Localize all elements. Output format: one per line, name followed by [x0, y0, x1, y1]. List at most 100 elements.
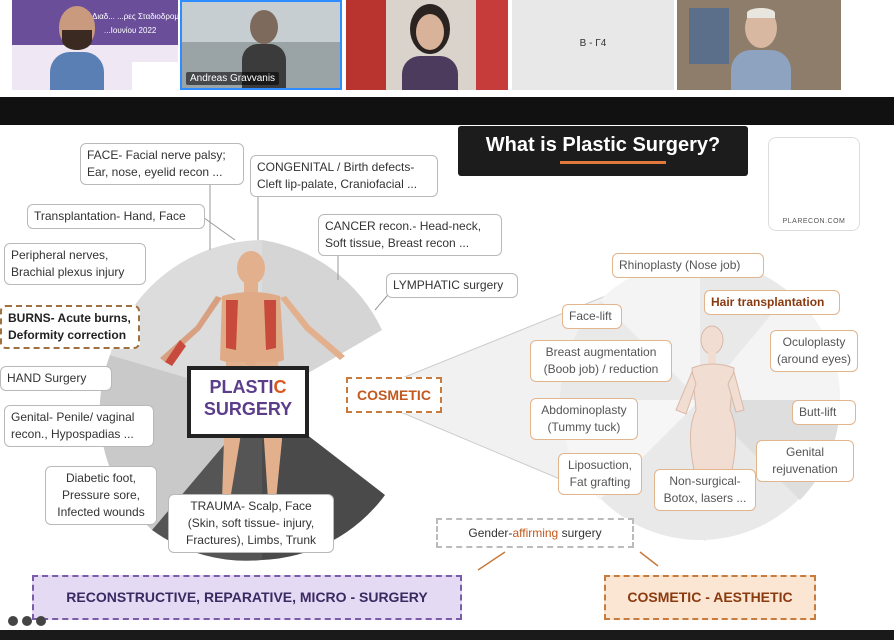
center-line-1: PLASTIC — [191, 376, 305, 398]
slide-title: What is Plastic Surgery? — [458, 134, 748, 157]
lymphatic-box: LYMPHATIC surgery — [386, 273, 518, 298]
title-underline — [560, 161, 666, 164]
box-line: Deformity correction — [8, 328, 127, 342]
genital-recon-box: Genital- Penile/ vaginal recon., Hypospad… — [4, 405, 154, 447]
box-line: LYMPHATIC surgery — [393, 278, 504, 292]
genital-rejuvenation-box: Genital rejuvenation — [756, 440, 854, 482]
box-line: Oculoplasty — [782, 335, 846, 349]
box-line: rejuvenation — [772, 462, 838, 476]
box-line: Infected wounds — [57, 505, 145, 519]
participant-tile-2[interactable]: Andreas Gravvanis — [180, 0, 342, 90]
transplantation-box: Transplantation- Hand, Face — [27, 204, 205, 229]
participant-video — [402, 4, 458, 90]
gender-accent: affirming — [512, 526, 559, 540]
center-line-1-main: PLASTI — [209, 377, 274, 397]
box-line: CONGENITAL / Birth defects- — [257, 160, 415, 174]
box-line: Liposuction, — [567, 458, 633, 472]
title-suffix: ? — [708, 134, 721, 156]
abdominoplasty-box: Abdominoplasty (Tummy tuck) — [530, 398, 638, 440]
banner-background — [12, 0, 178, 45]
cosmetic-segment — [600, 259, 700, 400]
box-line: Abdominoplasty — [541, 403, 627, 417]
hair-transplantation-box: Hair transplantation — [704, 290, 840, 315]
oculoplasty-box: Oculoplasty (around eyes) — [770, 330, 858, 372]
cosmetic-label-box: COSMETIC — [346, 377, 442, 413]
participant-video — [731, 8, 791, 90]
plastic-surgery-center-box: PLASTIC SURGERY — [187, 366, 309, 438]
box-line: Genital- Penile/ vaginal — [11, 410, 135, 424]
box-line: Fat grafting — [569, 475, 631, 489]
mannequin-figure — [675, 325, 745, 478]
participant-tile-5[interactable] — [677, 0, 841, 90]
center-line-1-accent: C — [273, 377, 287, 397]
face-box: FACE- Facial nerve palsy; Ear, nose, eyel… — [80, 143, 244, 185]
box-line: BURNS- Acute burns, — [8, 311, 131, 325]
title-accent: Plastic Surgery — [562, 134, 709, 156]
participant-name: B - Γ4 — [579, 38, 607, 49]
gender-prefix: Gender- — [468, 526, 513, 540]
box-line: Butt-lift — [799, 405, 837, 419]
participant-tile-3[interactable] — [346, 0, 508, 90]
participant-name: Andreas Gravvanis — [186, 72, 280, 85]
congenital-box: CONGENITAL / Birth defects- Cleft lip-pal… — [250, 155, 438, 197]
presentation-top-bar — [0, 97, 894, 125]
participant-strip: Διαδ... ...ρες Σταδιοδρομίας ...Ιουνίου … — [0, 0, 894, 97]
hand-surgery-box: HAND Surgery — [0, 366, 112, 391]
peripheral-nerves-box: Peripheral nerves, Brachial plexus injury — [4, 243, 146, 285]
box-line: Non-surgical- — [669, 474, 741, 488]
rhinoplasty-box: Rhinoplasty (Nose job) — [612, 253, 764, 278]
box-line: Face-lift — [569, 309, 612, 323]
box-line: Brachial plexus injury — [11, 265, 125, 279]
box-line: Pressure sore, — [61, 488, 141, 502]
box-line: recon., Hypospadias ... — [11, 427, 134, 441]
box-line: Fractures), Limbs, Trunk — [185, 533, 317, 547]
non-surgical-box: Non-surgical- Botox, lasers ... — [654, 469, 756, 511]
reconstructive-banner: RECONSTRUCTIVE, REPARATIVE, MICRO - SURG… — [32, 575, 462, 620]
box-line: Ear, nose, eyelid recon ... — [87, 165, 223, 179]
connector-lines — [199, 185, 393, 311]
banner-text-2: ...Ιουνίου 2022 — [104, 26, 157, 35]
diabetic-foot-box: Diabetic foot, Pressure sore, Infected wou… — [45, 466, 157, 525]
arrow-left — [477, 551, 506, 571]
slide-title-box: What is Plastic Surgery? — [458, 126, 748, 176]
liposuction-box: Liposuction, Fat grafting — [558, 453, 642, 495]
box-line: Botox, lasers ... — [663, 491, 747, 505]
box-line: Breast augmentation — [545, 345, 657, 359]
bottom-bar — [0, 630, 894, 640]
playback-control-icon[interactable] — [8, 616, 18, 626]
trauma-box: TRAUMA- Scalp, Face(Skin, soft tissue- i… — [168, 494, 334, 553]
box-line: Genital — [785, 445, 825, 459]
burns-box: BURNS- Acute burns, Deformity correction — [0, 305, 140, 349]
box-line: Transplantation- Hand, Face — [34, 209, 186, 223]
center-line-2: SURGERY — [203, 399, 293, 419]
playback-control-icon[interactable] — [22, 616, 32, 626]
box-line: (Boob job) / reduction — [543, 362, 659, 376]
face-lift-box: Face-lift — [562, 304, 622, 329]
title-prefix: What is — [485, 134, 563, 156]
breast-augmentation-box: Breast augmentation (Boob job) / reductio… — [530, 340, 672, 382]
box-line: CANCER recon.- Head-neck, — [325, 219, 482, 233]
fan-segment — [262, 240, 382, 400]
banner-text-1: Διαδ... ...ρες Σταδιοδρομίας — [92, 12, 178, 21]
box-line: (around eyes) — [777, 352, 852, 366]
arrow-right — [639, 551, 659, 567]
box-line: (Tummy tuck) — [547, 420, 621, 434]
box-line: HAND Surgery — [7, 371, 87, 385]
cancer-box: CANCER recon.- Head-neck,Soft tissue, Br… — [318, 214, 502, 256]
box-line: Rhinoplasty (Nose job) — [619, 258, 741, 272]
box-line: Cleft lip-palate, Craniofacial ... — [257, 177, 418, 191]
box-line: Diabetic foot, — [65, 471, 137, 485]
participant-tile-4[interactable]: B - Γ4 — [512, 0, 674, 90]
banner-logo — [132, 62, 178, 90]
box-line: FACE- Facial nerve palsy; — [87, 148, 226, 162]
participant-video — [50, 6, 104, 90]
gender-affirming-box: Gender-affirming surgery — [436, 518, 634, 548]
plarecon-logo: PLARECON.COM — [768, 137, 860, 231]
butt-lift-box: Butt-lift — [792, 400, 856, 425]
background-panel — [346, 0, 386, 90]
box-line: TRAUMA- Scalp, Face — [190, 499, 312, 513]
participant-tile-1[interactable]: Διαδ... ...ρες Σταδιοδρομίας ...Ιουνίου … — [12, 0, 178, 90]
box-line: Peripheral nerves, — [11, 248, 109, 262]
playback-control-icon[interactable] — [36, 616, 46, 626]
box-line: Hair transplantation — [711, 295, 825, 309]
